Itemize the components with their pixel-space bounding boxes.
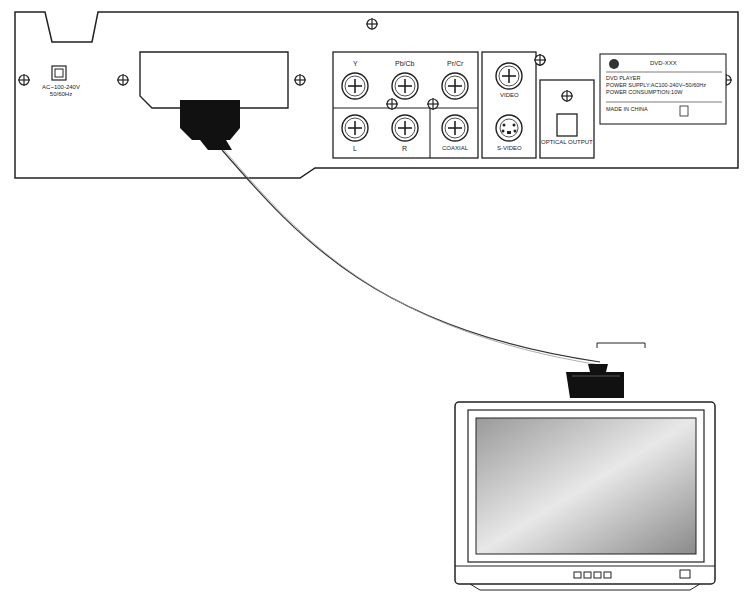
panel-label: Y <box>353 60 358 68</box>
panel-label: MADE IN CHINA <box>606 106 648 112</box>
panel-label: Pr/Cr <box>447 60 463 68</box>
panel-label: DVD PLAYER <box>606 75 640 81</box>
panel-label: S-VIDEO <box>497 145 522 152</box>
panel-label: COAXIAL <box>442 145 468 152</box>
panel-label: DVD-XXX <box>650 60 677 67</box>
panel-label: VIDEO <box>500 92 519 99</box>
panel-label: POWER CONSUMPTION:10W <box>606 89 682 95</box>
panel-label: AC~100-240V 50/60Hz <box>38 84 84 98</box>
panel-label: L <box>353 145 357 153</box>
panel-label: R <box>402 145 407 153</box>
panel-label: OPTICAL OUTPUT <box>541 139 593 146</box>
panel-label: POWER SUPPLY:AC100-240V~50/60Hz <box>606 82 706 88</box>
panel-label: Pb/Cb <box>395 60 414 68</box>
